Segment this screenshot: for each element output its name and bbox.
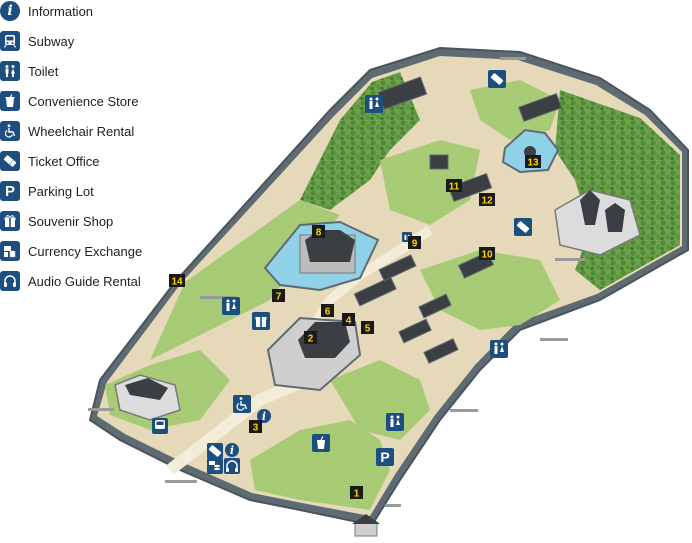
svg-text:2: 2 xyxy=(308,334,314,345)
legend-label-audio-guide-rental: Audio Guide Rental xyxy=(28,273,141,289)
legend-item-subway: Subway xyxy=(0,30,74,52)
map-marker-5[interactable]: 5 xyxy=(361,321,374,335)
svg-text:8: 8 xyxy=(316,228,322,239)
map-marker-8[interactable]: 8 xyxy=(312,225,325,239)
svg-text:5: 5 xyxy=(365,324,371,335)
legend-label-subway: Subway xyxy=(28,33,75,49)
legend-label-souvenir-shop: Souvenir Shop xyxy=(28,213,114,229)
map-toilet-icon[interactable] xyxy=(222,297,240,315)
legend-label-information: Information xyxy=(28,3,94,19)
svg-text:10: 10 xyxy=(481,250,493,261)
svg-text:4: 4 xyxy=(346,316,352,327)
gift-icon xyxy=(0,211,20,231)
svg-text:P: P xyxy=(380,449,389,465)
legend-item-ticket-office: Ticket Office xyxy=(0,150,100,172)
map-small-labels xyxy=(88,57,585,507)
map-info-icon[interactable]: i xyxy=(257,409,271,423)
legend-item-parking-lot: P Parking Lot xyxy=(0,180,94,202)
map-marker-10[interactable]: 10 xyxy=(479,247,495,261)
svg-text:11: 11 xyxy=(449,182,460,193)
parking-icon: P xyxy=(0,181,20,201)
map-coins-icon[interactable] xyxy=(207,458,223,474)
legend-item-audio-guide-rental: Audio Guide Rental xyxy=(0,270,141,292)
svg-text:i: i xyxy=(262,410,266,423)
svg-text:12: 12 xyxy=(481,196,493,207)
map-marker-14[interactable]: 14 xyxy=(169,274,185,288)
east-lawn xyxy=(420,250,560,330)
north-halls xyxy=(377,76,563,202)
map-ticket-icon[interactable] xyxy=(514,218,532,236)
legend-label-currency-exchange: Currency Exchange xyxy=(28,243,143,259)
coins-icon xyxy=(0,241,20,261)
info-icon: i xyxy=(0,1,20,21)
central-lawn xyxy=(380,140,480,225)
legend-item-convenience-store: Convenience Store xyxy=(0,90,139,112)
map-marker-3[interactable]: 3 xyxy=(249,420,262,434)
map-marker-9[interactable]: 9 xyxy=(408,236,421,250)
map-marker-13[interactable]: 13 xyxy=(525,155,541,169)
map-headphones-icon[interactable] xyxy=(224,458,240,474)
map-toilet-icon[interactable] xyxy=(365,95,383,113)
map-gift-icon[interactable] xyxy=(252,312,270,330)
north-lawn xyxy=(470,80,560,140)
map-toilet-icon[interactable] xyxy=(386,413,404,431)
map-ticket-icon[interactable] xyxy=(488,70,506,88)
legend-label-convenience-store: Convenience Store xyxy=(28,93,139,109)
map-marker-4[interactable]: 4 xyxy=(342,313,355,327)
map-marker-1[interactable]: 1 xyxy=(350,486,363,500)
svg-text:9: 9 xyxy=(412,239,418,250)
svg-text:3: 3 xyxy=(253,423,259,434)
legend-label-toilet: Toilet xyxy=(28,63,59,79)
legend-label-ticket-office: Ticket Office xyxy=(28,153,100,169)
svg-text:7: 7 xyxy=(276,292,282,303)
subway-icon xyxy=(0,31,20,51)
map-marker-7[interactable]: 7 xyxy=(272,289,285,303)
map-marker-6[interactable]: 6 xyxy=(321,304,334,318)
svg-text:1: 1 xyxy=(354,489,360,500)
headphones-icon xyxy=(0,271,20,291)
map-marker-2[interactable]: 2 xyxy=(304,331,317,345)
svg-text:i: i xyxy=(230,444,234,457)
cup-icon xyxy=(0,91,20,111)
map-subway-icon[interactable] xyxy=(152,418,168,434)
svg-text:6: 6 xyxy=(325,307,331,318)
map-marker-12[interactable]: 12 xyxy=(479,193,495,207)
museum-buildings xyxy=(114,189,641,421)
legend-item-information: i Information xyxy=(0,0,93,22)
map-toilet-icon[interactable] xyxy=(490,340,508,358)
legend-item-souvenir-shop: Souvenir Shop xyxy=(0,210,113,232)
map-marker-11[interactable]: 11 xyxy=(446,179,462,193)
map-wheelchair-icon[interactable] xyxy=(233,395,251,413)
south-gate xyxy=(352,514,380,537)
legend-label-wheelchair-rental: Wheelchair Rental xyxy=(28,123,135,139)
map-info-icon[interactable]: i xyxy=(225,443,239,457)
map-parking-icon[interactable]: P xyxy=(376,448,394,466)
central-halls xyxy=(353,251,495,364)
map-cup-icon[interactable] xyxy=(312,434,330,452)
map-ticket-icon[interactable] xyxy=(207,443,223,459)
toilet-icon xyxy=(0,61,20,81)
wheelchair-icon xyxy=(0,121,20,141)
legend-item-wheelchair-rental: Wheelchair Rental xyxy=(0,120,134,142)
svg-text:13: 13 xyxy=(527,158,539,169)
legend-item-currency-exchange: Currency Exchange xyxy=(0,240,142,262)
svg-text:14: 14 xyxy=(171,277,183,288)
legend-item-toilet: Toilet xyxy=(0,60,58,82)
southeast-lawn xyxy=(330,360,430,440)
legend-label-parking-lot: Parking Lot xyxy=(28,183,94,199)
ticket-icon xyxy=(0,151,20,171)
